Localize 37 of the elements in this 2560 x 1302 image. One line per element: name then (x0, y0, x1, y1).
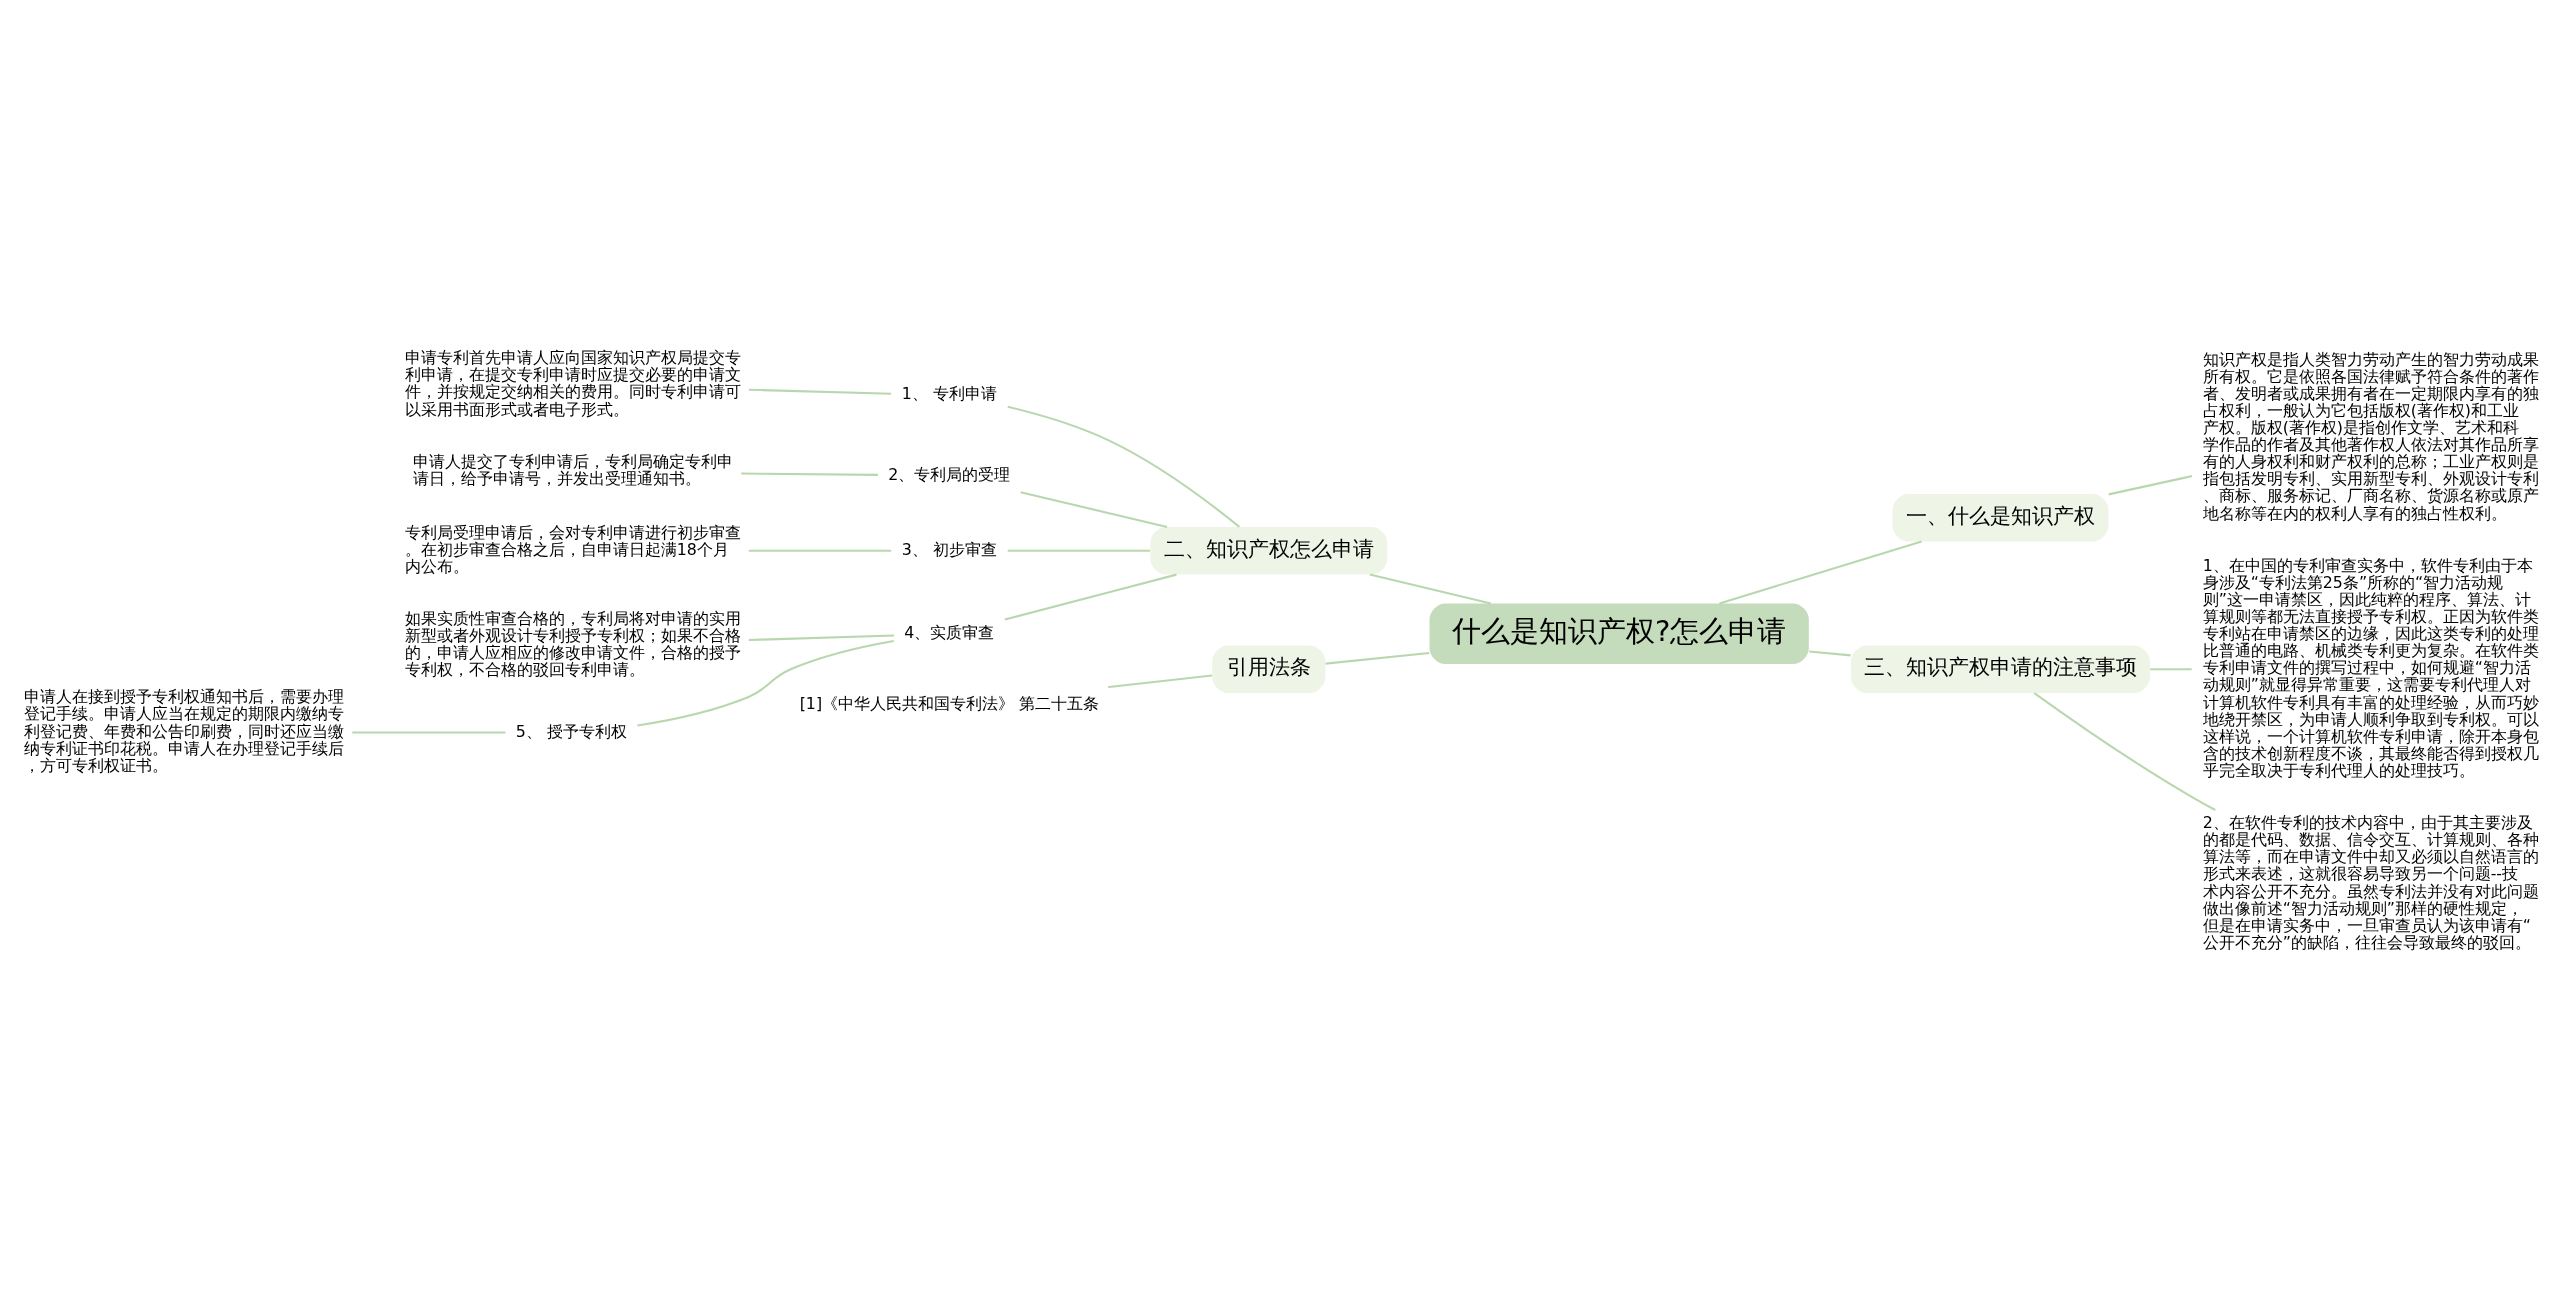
connector (741, 471, 878, 476)
node-text: 5、 授予专利权 (515, 721, 627, 741)
node-text: 申请专利首先申请人应向国家知识产权局提交专利申请，在提交专利申请时应提交必要的申请文件，并按规定交纳相关的费用。同时专利申请可以采用书面形式或者电子形式。 (404, 347, 741, 419)
node-text: 申请人提交了专利申请后，专利局确定专利申请日，给予申请号，并发出受理通知书。 (412, 451, 733, 488)
node-text: 1、 专利申请 (901, 383, 997, 403)
connector (748, 549, 892, 552)
node-text: 专利局受理申请后，会对专利申请进行初步审查。在初步审查合格之后，自申请日起满18个月内公布。 (404, 522, 741, 576)
node-text: 3、 初步审查 (901, 539, 997, 559)
connector (2033, 691, 2216, 811)
node-text: 申请人在接到授予专利权通知书后，需要办理登记手续。申请人应当在规定的期限内缴纳专利登记费、年费和公告印刷费，同时还应当缴纳专利证书印花税。申请人在办理登记手续后，方可专利权证书。 (24, 686, 345, 775)
node-text: 4、实质审查 (904, 622, 995, 642)
connector (352, 730, 506, 734)
connector (637, 639, 894, 726)
connector (748, 388, 892, 395)
node-text: 如果实质性审查合格的，专利局将对申请的实用新型或者外观设计专利授予专利权；如果不合格的，申请人应相应的修改申请文件，合格的授予专利权，不合格的驳回专利申请。 (404, 608, 741, 679)
node-text: 知识产权是指人类智力劳动产生的智力劳动成果所有权。它是依照各国法律赋予符合条件的著作者、发明者或成果拥有者在一定期限内享有的独占权利，一般认为它包括版权(著作权)和工业产权。版权(著作权)是指创作文学、艺术和科学作品的作者及其他著作权人依法对其作品所享有的人身权利和财产权利的总称；工业产权则是指包括发明专利、实用新型专利、外观设计专利、商标、服务标记、厂商名称、货源名称或原产地名称等在内的权利人享有的独占性权利。 (2202, 349, 2539, 523)
node-box: 什么是知识产权?怎么申请 (1429, 602, 1809, 664)
connector (748, 633, 895, 641)
node-box: 引用法条 (1212, 645, 1326, 693)
node-text: 1、在中国的专利审查实务中，软件专利由于本身涉及“专利法第25条”所称的“智力活动规则”这一申请禁区，因此纯粹的程序、算法、计算规则等都无法直接授予专利权。正因为软件类专利站在申请禁区的边缘，因此这类专利的处理比普通的电路、机械类专利更为复杂。在软件类专利申请文件的撰写过程中，如何规避“智力活动规则”就显得异常重要，这需要专利代理人对计算机软件专利具有丰富的处理经验，从而巧妙地绕开禁区，为申请人顺利争取到专利权。可以这样说，一个计算机软件专利申请，除开本身包含的技术创新程度不谈，其最终能否得到授权几乎完全取决于专利代理人的处理技巧。 (2202, 555, 2539, 780)
node-box: 三、知识产权申请的注意事项 (1850, 645, 2150, 693)
connector (1007, 549, 1150, 552)
node-box: 一、什么是知识产权 (1892, 493, 2109, 541)
connector (1719, 540, 1922, 604)
connector (2108, 474, 2193, 495)
node-text: [1]《中华人民共和国专利法》 第二十五条 (799, 693, 1100, 713)
connector (1809, 649, 1851, 656)
node-box: 二、知识产权怎么申请 (1150, 526, 1388, 574)
connector (1108, 673, 1213, 688)
node-text: 2、在软件专利的技术内容中，由于其主要涉及的都是代码、数据、信令交互、计算规则、各种算法等，而在申请文件中却又必须以自然语言的形式来表述，这就很容易导致另一个问题--技术内容公开不充分。虽然专利法并没有对此问题做出像前述“智力活动规则”那样的硬性规定，但是在申请实务中，一旦审查员认为该申请有“公开不充分”的缺陷，往往会导致最终的驳回。 (2202, 812, 2539, 952)
connector (2150, 667, 2192, 670)
connector (1007, 405, 1240, 528)
connector (1004, 573, 1177, 621)
connector (1020, 490, 1168, 528)
node-text: 2、专利局的受理 (888, 464, 1011, 484)
connector (1325, 651, 1430, 665)
connector (1369, 573, 1492, 604)
